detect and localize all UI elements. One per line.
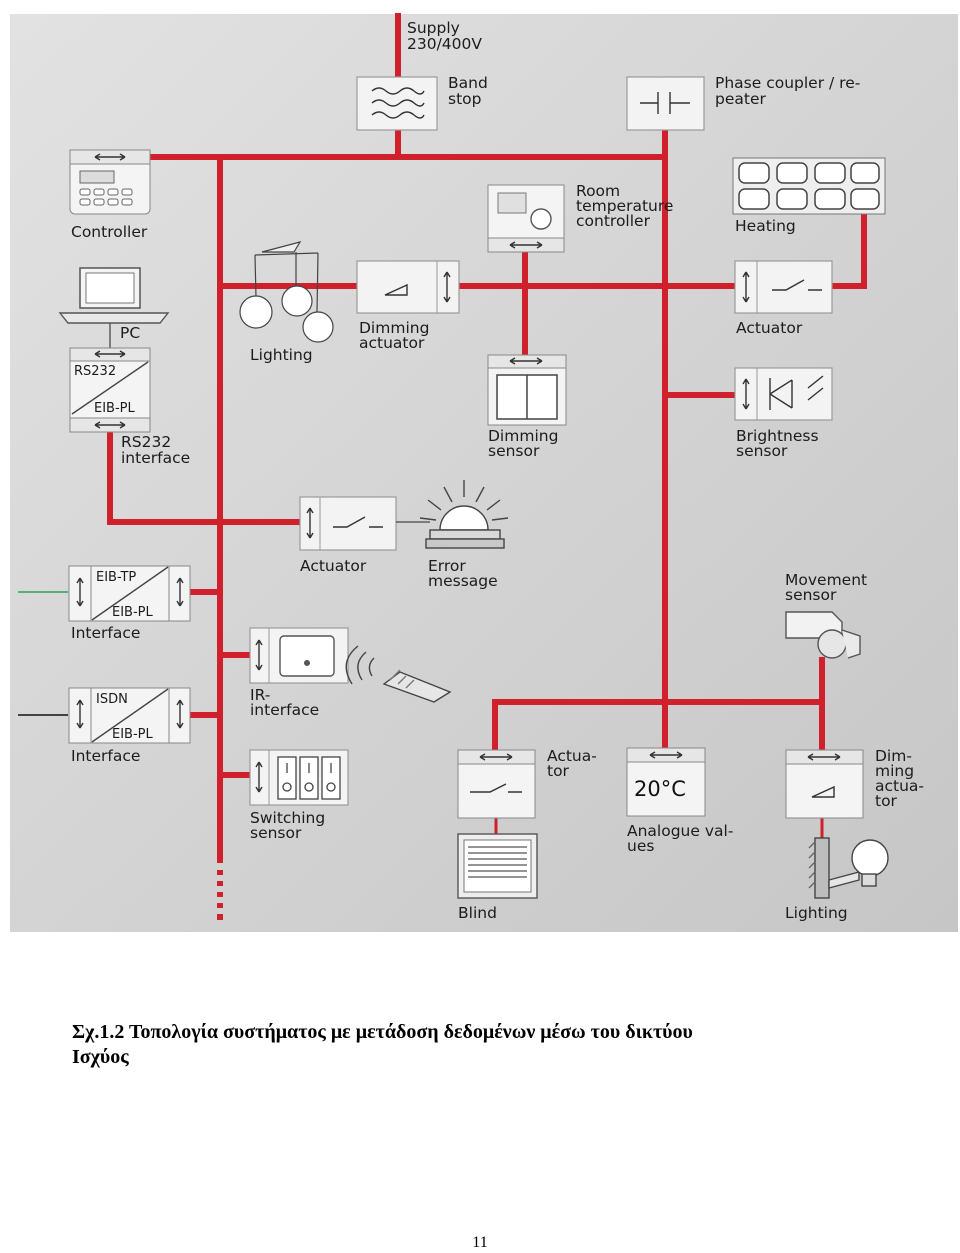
analogue-values-label-1: Analogue val-	[627, 822, 733, 840]
heating-label: Heating	[735, 217, 796, 235]
analogue-display-device	[626, 747, 706, 817]
movement-sensor-label-1: Movement	[785, 571, 867, 589]
band-stop-label-1: Band	[448, 74, 488, 92]
actuator-bottom-label-2: tor	[547, 762, 570, 780]
figure-caption: Σχ.1.2 Τοπολογία συστήματος με μετάδοση …	[72, 1020, 872, 1070]
movement-sensor-label-2: sensor	[785, 586, 837, 604]
actuator-bottom-device	[457, 749, 536, 819]
band-stop-device	[356, 76, 438, 131]
caption-line-1: Σχ.1.2 Τοπολογία συστήματος με μετάδοση …	[72, 1021, 693, 1043]
blind-icon	[457, 833, 538, 899]
caption-line-2: Ισχύος	[72, 1046, 129, 1068]
dimming-sensor-device	[487, 354, 567, 426]
actuator-mid-label: Actuator	[300, 557, 367, 575]
analogue-values-label-2: ues	[627, 837, 654, 855]
dimming-sensor-label-1: Dimming	[488, 427, 558, 445]
lighting-wire	[494, 818, 824, 840]
lighting-top-label: Lighting	[250, 346, 313, 364]
band-stop-wave-icon	[371, 87, 425, 119]
actuator-right-label: Actuator	[736, 319, 803, 337]
room-temp-label-2: temperature	[576, 197, 673, 215]
eib-tp-box-label-top: EIB-TP	[96, 570, 136, 585]
blind-label: Blind	[458, 904, 497, 922]
phase-coupler-label-1: Phase coupler / re-	[715, 74, 860, 92]
interface-2-label: Interface	[71, 747, 140, 765]
supply-voltage-label: 230/400V	[407, 35, 482, 53]
dimming-actuator-bottom-label-1: Dim-	[875, 747, 912, 765]
supply-label: Supply	[407, 19, 460, 37]
room-temp-label-3: controller	[576, 212, 651, 230]
brightness-sensor-device	[734, 367, 833, 421]
movement-sensor-icon	[785, 611, 861, 659]
brightness-sensor-label-1: Brightness	[736, 427, 819, 445]
eib-tp-box-label-bottom: EIB-PL	[112, 605, 153, 620]
switching-sensor-label-2: sensor	[250, 824, 302, 842]
topology-diagram: Supply 230/400V Band stop Phase coupler …	[10, 13, 958, 932]
brightness-sensor-label-2: sensor	[736, 442, 788, 460]
error-beacon-icon	[419, 480, 509, 549]
temperature-display-value: 20°C	[634, 777, 686, 801]
rs232-box-label-top: RS232	[74, 364, 116, 379]
dimming-actuator-top-device	[356, 260, 460, 314]
interface-1-label: Interface	[71, 624, 140, 642]
rs232-coupler-device	[69, 347, 151, 433]
controller-label: Controller	[71, 223, 148, 241]
heating-radiator-icon	[732, 157, 886, 215]
dimming-actuator-bottom-device	[785, 749, 864, 819]
dimming-actuator-bottom-label-4: tor	[875, 792, 898, 810]
actuator-right-device	[734, 260, 833, 314]
rs232-interface-label-1: RS232	[121, 433, 171, 451]
eib-tp-interface-device	[68, 565, 191, 622]
actuator-bottom-label-1: Actua-	[547, 747, 597, 765]
controller-device	[69, 149, 151, 215]
bus-lines	[107, 13, 867, 863]
error-message-label-2: message	[428, 572, 498, 590]
rs232-box-label-bottom: EIB-PL	[94, 401, 135, 416]
dimming-actuator-top-label-1: Dimming	[359, 319, 429, 337]
page-number: 11	[472, 1234, 488, 1251]
rs232-interface-label-2: interface	[121, 449, 190, 467]
ir-interface-device	[249, 627, 349, 684]
lighting-bottom-label: Lighting	[785, 904, 848, 922]
pc-label: PC	[120, 324, 140, 342]
switching-sensor-device	[249, 749, 349, 806]
room-temp-label-1: Room	[576, 182, 620, 200]
band-stop-label-2: stop	[448, 90, 481, 108]
isdn-box-label-bottom: EIB-PL	[112, 727, 153, 742]
wall-lamp-icon	[808, 837, 889, 899]
ir-interface-label-2: interface	[250, 701, 319, 719]
room-temperature-controller-device	[487, 184, 565, 253]
actuator-mid-device	[299, 496, 397, 551]
error-message-label-1: Error	[428, 557, 466, 575]
phase-coupler-label-2: peater	[715, 90, 766, 108]
pendant-lighting-icon	[239, 241, 334, 343]
isdn-interface-device	[68, 687, 191, 744]
phase-coupler-device	[626, 76, 705, 131]
ir-interface-label-1: IR-	[250, 686, 270, 704]
dimming-actuator-top-label-2: actuator	[359, 334, 425, 352]
dimming-sensor-label-2: sensor	[488, 442, 540, 460]
capacitor-icon	[640, 92, 690, 114]
ir-remote-icon	[345, 645, 452, 703]
dimming-actuator-bottom-label-3: actua-	[875, 777, 924, 795]
switching-sensor-label-1: Switching	[250, 809, 325, 827]
dimming-actuator-bottom-label-2: ming	[875, 762, 914, 780]
pc-icon	[58, 267, 170, 348]
isdn-box-label-top: ISDN	[96, 692, 128, 707]
